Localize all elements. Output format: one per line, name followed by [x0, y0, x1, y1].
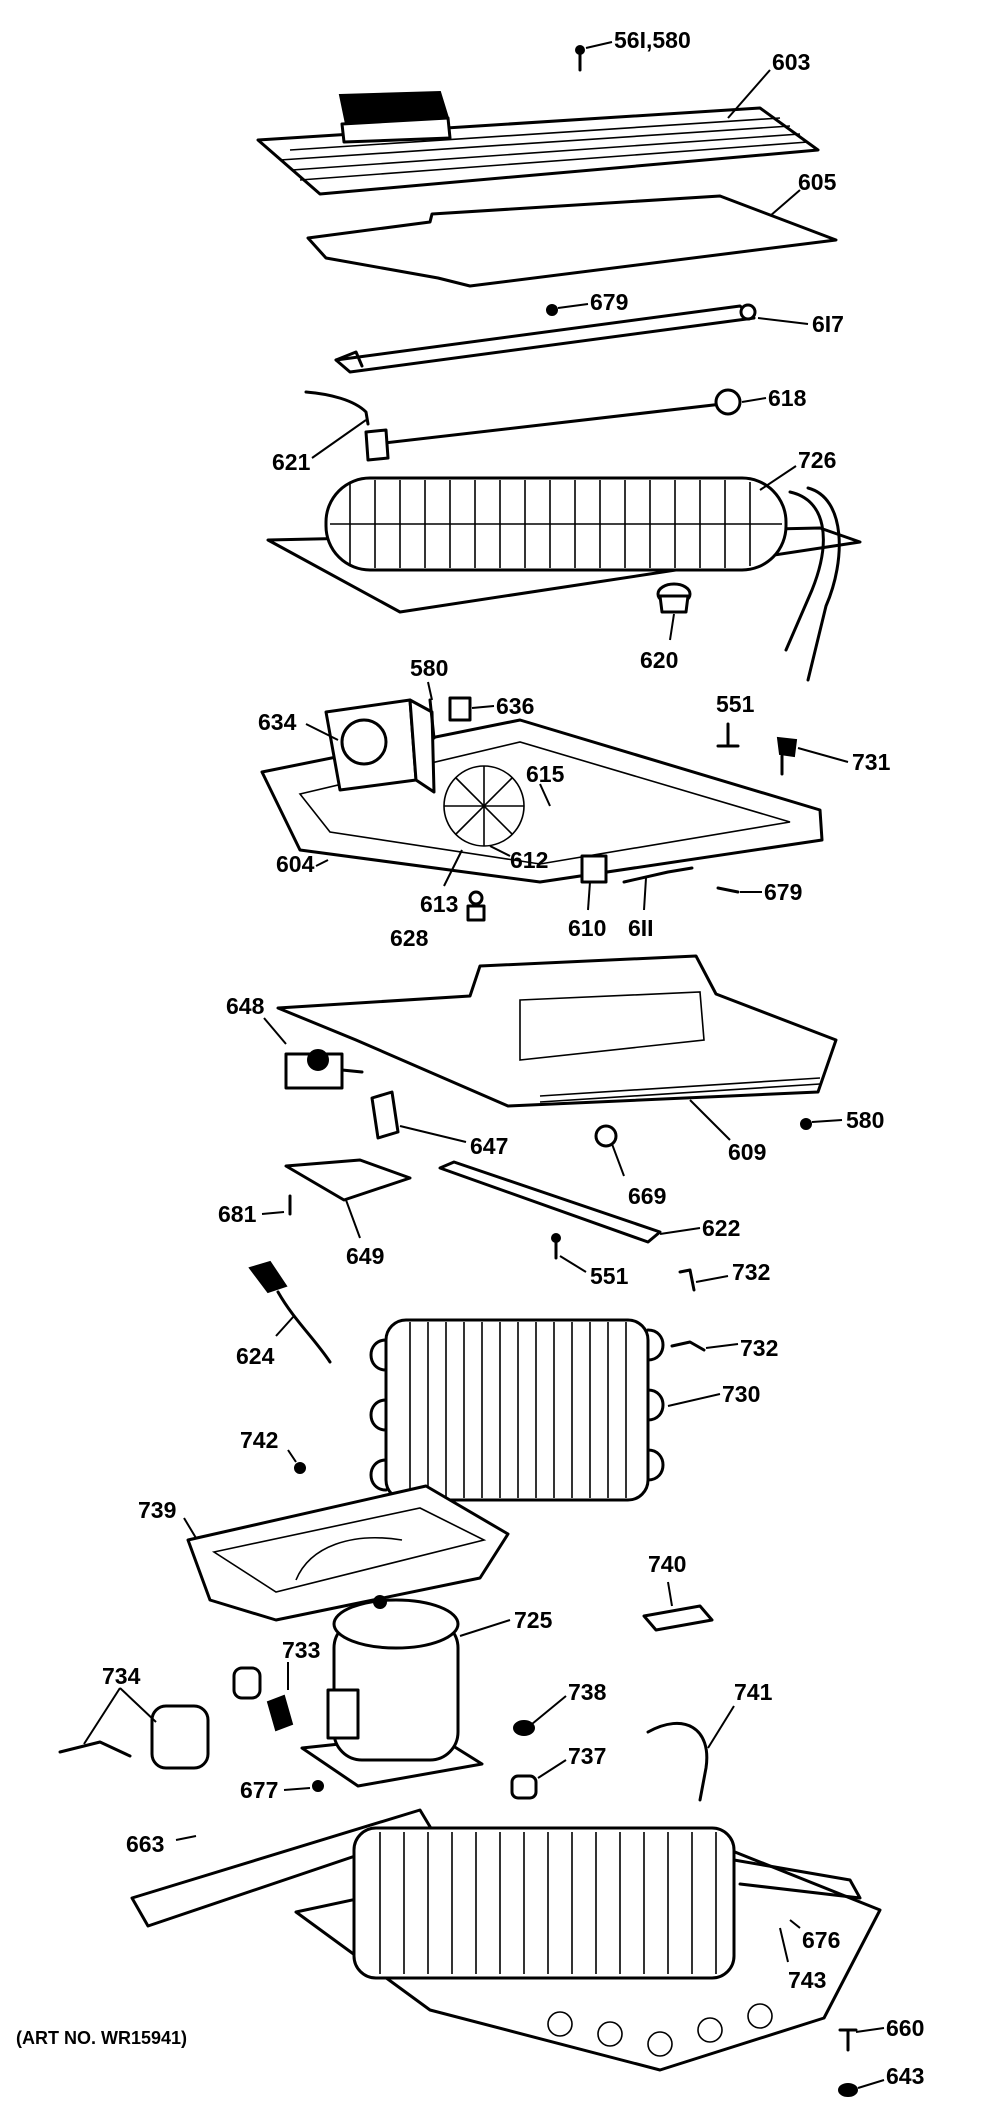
part-742-screw	[287, 1449, 306, 1474]
part-681-screw	[261, 1194, 292, 1216]
part-679-screw-lower	[716, 886, 762, 894]
part-732-clip-upper	[678, 1268, 729, 1292]
label-649: 649	[346, 1243, 384, 1269]
label-611: 6II	[628, 915, 654, 941]
label-725: 725	[514, 1607, 553, 1633]
label-726: 726	[798, 447, 836, 473]
label-624: 624	[236, 1343, 275, 1369]
label-618: 618	[768, 385, 807, 411]
label-669: 669	[628, 1183, 666, 1209]
part-648-switch	[263, 1017, 364, 1090]
label-605: 605	[798, 169, 837, 195]
label-741: 741	[734, 1679, 773, 1705]
label-679-lower: 679	[764, 879, 802, 905]
label-615: 615	[526, 761, 565, 787]
label-663: 663	[126, 1831, 164, 1857]
label-679-upper: 679	[590, 289, 628, 315]
part-618-rod	[364, 388, 767, 462]
label-603: 603	[772, 49, 810, 75]
label-732-lower: 732	[740, 1335, 778, 1361]
label-551-upper: 551	[716, 691, 755, 717]
part-551-screw-upper	[716, 722, 740, 748]
part-734-overload	[58, 1687, 210, 1770]
label-734: 734	[102, 1663, 141, 1689]
part-617-bar	[334, 303, 757, 374]
label-739: 739	[138, 1497, 176, 1523]
part-725-compressor	[300, 1595, 511, 1788]
art-number: (ART NO. WR15941)	[16, 2028, 187, 2048]
label-742: 742	[240, 1427, 278, 1453]
label-740: 740	[648, 1551, 686, 1577]
part-730-condenser	[369, 1318, 721, 1502]
part-636-bracket	[448, 696, 495, 722]
label-613: 613	[420, 891, 458, 917]
part-733-relay	[232, 1662, 294, 1732]
label-551-lower: 551	[590, 1263, 629, 1289]
label-604: 604	[276, 851, 315, 877]
label-622: 622	[702, 1215, 740, 1241]
label-681: 681	[218, 1201, 257, 1227]
label-732-upper: 732	[732, 1259, 770, 1285]
label-580-lower: 580	[846, 1107, 884, 1133]
label-648: 648	[226, 993, 265, 1019]
label-733: 733	[282, 1637, 320, 1663]
label-621: 621	[272, 449, 311, 475]
part-741-tube	[646, 1705, 735, 1802]
part-605-cover-panel	[306, 194, 838, 288]
label-647: 647	[470, 1133, 508, 1159]
label-731: 731	[852, 749, 891, 775]
label-617: 6I7	[812, 311, 844, 337]
label-677: 677	[240, 1777, 278, 1803]
part-620-thermostat	[656, 582, 692, 641]
part-580-clip-upper	[427, 681, 436, 740]
part-628-grommet	[466, 890, 486, 922]
label-743: 743	[788, 1967, 826, 1993]
label-610: 610	[568, 915, 606, 941]
part-679-screw-upper	[546, 303, 589, 316]
part-580-screw-lower	[800, 1118, 843, 1130]
part-726-evaporator	[266, 476, 862, 682]
part-603-wire-shelf	[256, 90, 820, 196]
part-609-divider-plate	[276, 954, 838, 1141]
part-737-sleeve	[510, 1759, 567, 1800]
part-660-screw	[838, 2027, 885, 2052]
part-561-580-screw	[575, 41, 613, 72]
part-677-screw	[283, 1780, 324, 1792]
label-628: 628	[390, 925, 429, 951]
label-636: 636	[496, 693, 534, 719]
part-739-drain-pan	[183, 1484, 510, 1622]
part-738-grommet	[513, 1695, 567, 1736]
label-737: 737	[568, 1743, 606, 1769]
part-676-condenser-base	[294, 1826, 882, 2072]
label-561-580: 56I,580	[614, 27, 691, 53]
label-612: 612	[510, 847, 548, 873]
part-621-wire	[304, 390, 370, 459]
part-732-clip-lower	[670, 1340, 739, 1352]
label-660: 660	[886, 2015, 924, 2041]
part-731-clip	[776, 736, 849, 776]
label-730: 730	[722, 1381, 760, 1407]
part-647-bracket	[370, 1090, 467, 1143]
label-620: 620	[640, 647, 678, 673]
label-580-upper: 580	[410, 655, 448, 681]
part-643-washer	[838, 2079, 885, 2097]
part-551-screw-lower	[551, 1233, 587, 1273]
label-609: 609	[728, 1139, 766, 1165]
label-676: 676	[802, 1927, 840, 1953]
part-740-clip	[642, 1581, 714, 1632]
part-649-plate	[284, 1158, 412, 1239]
label-643: 643	[886, 2063, 924, 2089]
label-738: 738	[568, 1679, 607, 1705]
part-624-bracket	[248, 1260, 332, 1364]
part-604-fan-tray	[260, 698, 824, 884]
part-669-grommet	[594, 1124, 625, 1177]
label-634: 634	[258, 709, 297, 735]
part-622-channel	[438, 1160, 701, 1244]
